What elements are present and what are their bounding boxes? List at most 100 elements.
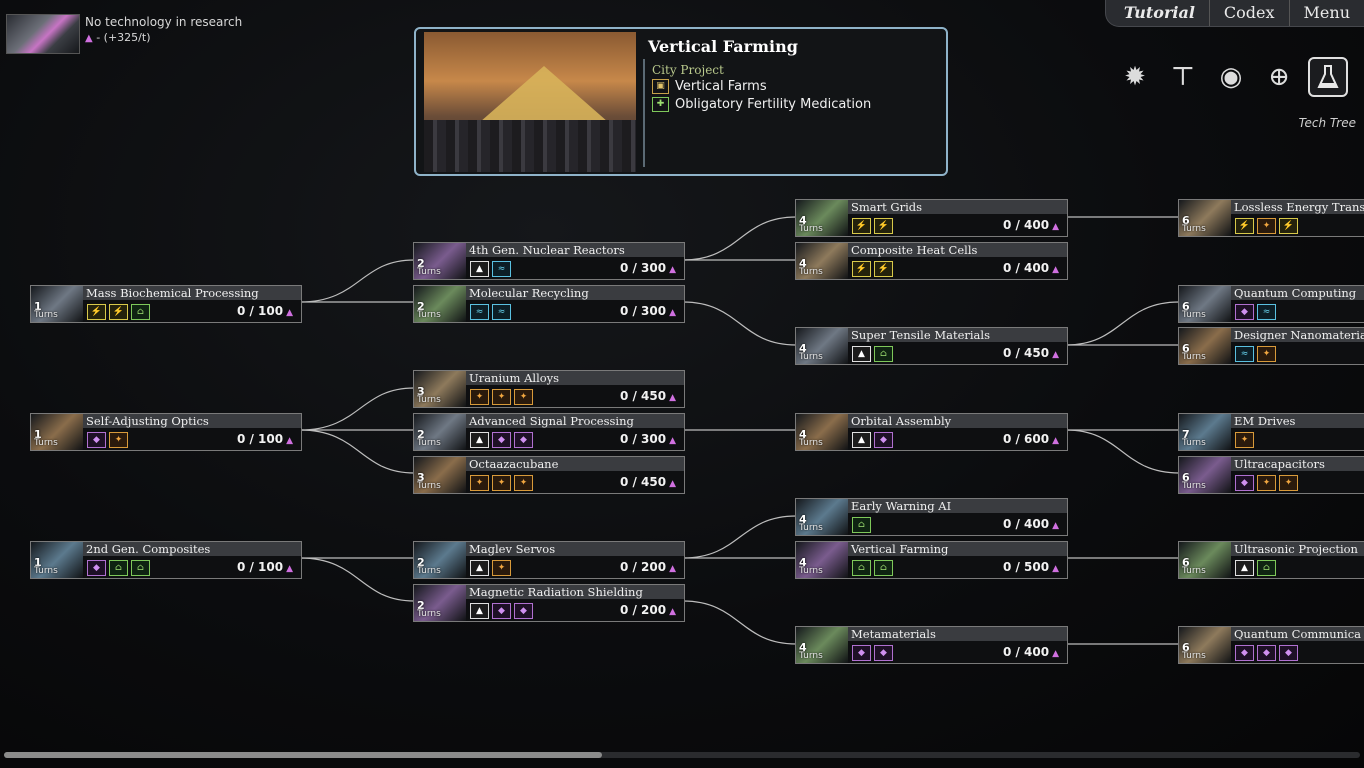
orange-unlock-icon[interactable]: ✦ — [492, 475, 511, 491]
unlock-item[interactable]: ✚ Obligatory Fertility Medication — [652, 97, 871, 112]
yellow-unlock-icon[interactable]: ⚡ — [1235, 218, 1254, 234]
white-unlock-icon[interactable]: ▲ — [852, 346, 871, 362]
yellow-unlock-icon[interactable]: ⚡ — [87, 304, 106, 320]
purple-unlock-icon[interactable]: ◆ — [87, 432, 106, 448]
menu-button[interactable]: Menu — [1288, 0, 1364, 26]
orange-unlock-icon[interactable]: ✦ — [470, 475, 489, 491]
tech-unlocks: ⚡✦⚡ — [1235, 218, 1298, 234]
purple-unlock-icon[interactable]: ◆ — [874, 645, 893, 661]
cyan-unlock-icon[interactable]: ≈ — [492, 304, 511, 320]
purple-unlock-icon[interactable]: ◆ — [1257, 645, 1276, 661]
horizontal-scrollbar[interactable] — [4, 752, 1360, 758]
tutorial-button[interactable]: Tutorial — [1123, 3, 1195, 22]
white-unlock-icon[interactable]: ▲ — [470, 432, 489, 448]
green-unlock-icon[interactable]: ⌂ — [852, 517, 871, 533]
orange-unlock-icon[interactable]: ✦ — [1257, 475, 1276, 491]
purple-unlock-icon[interactable]: ◆ — [492, 432, 511, 448]
orange-unlock-icon[interactable]: ✦ — [1235, 432, 1254, 448]
cyan-unlock-icon[interactable]: ≈ — [470, 304, 489, 320]
orange-unlock-icon[interactable]: ✦ — [470, 389, 489, 405]
tech-unlocks: ⌂⌂ — [852, 560, 893, 576]
white-unlock-icon[interactable]: ▲ — [470, 603, 489, 619]
turns-label: Turns — [1182, 224, 1206, 234]
cyan-unlock-icon[interactable]: ≈ — [492, 261, 511, 277]
orange-unlock-icon[interactable]: ✦ — [1257, 346, 1276, 362]
detail-divider — [643, 59, 645, 167]
white-unlock-icon[interactable]: ▲ — [852, 432, 871, 448]
turns-label: Turns — [799, 224, 823, 234]
cyan-unlock-icon[interactable]: ≈ — [1257, 304, 1276, 320]
hammer-icon[interactable]: ⊤ — [1170, 62, 1196, 92]
green-unlock-icon[interactable]: ⌂ — [874, 560, 893, 576]
white-unlock-icon[interactable]: ▲ — [470, 261, 489, 277]
purple-unlock-icon[interactable]: ◆ — [514, 432, 533, 448]
sun-icon[interactable]: ✹ — [1124, 62, 1146, 92]
yellow-unlock-icon[interactable]: ⚡ — [852, 218, 871, 234]
green-unlock-icon[interactable]: ⌂ — [852, 560, 871, 576]
purple-unlock-icon[interactable]: ◆ — [852, 645, 871, 661]
yellow-unlock-icon[interactable]: ⚡ — [874, 218, 893, 234]
green-unlock-icon[interactable]: ⌂ — [131, 560, 150, 576]
green-unlock-icon[interactable]: ⌂ — [874, 346, 893, 362]
purple-unlock-icon[interactable]: ◆ — [492, 603, 511, 619]
yellow-unlock-icon[interactable]: ⚡ — [1279, 218, 1298, 234]
orange-unlock-icon[interactable]: ✦ — [1257, 218, 1276, 234]
purple-unlock-icon[interactable]: ◆ — [87, 560, 106, 576]
white-unlock-icon[interactable]: ▲ — [1235, 560, 1254, 576]
orange-unlock-icon[interactable]: ✦ — [1279, 475, 1298, 491]
orange-unlock-icon[interactable]: ✦ — [492, 389, 511, 405]
codex-button[interactable]: Codex — [1208, 0, 1289, 26]
green-unlock-icon[interactable]: ⌂ — [1257, 560, 1276, 576]
crosshair-icon[interactable]: ⊕ — [1268, 62, 1290, 92]
yellow-unlock-icon[interactable]: ⚡ — [852, 261, 871, 277]
eye-icon[interactable]: ◉ — [1219, 62, 1243, 92]
tech-unlocks: ◆✦ — [87, 432, 128, 448]
white-unlock-icon[interactable]: ▲ — [470, 560, 489, 576]
orange-unlock-icon[interactable]: ✦ — [514, 389, 533, 405]
research-status[interactable]: No technology in research ▲ - (+325/t) — [6, 14, 242, 54]
cyan-unlock-icon[interactable]: ≈ — [1235, 346, 1254, 362]
tech-thumbnail — [414, 542, 466, 578]
purple-unlock-icon[interactable]: ◆ — [1279, 645, 1298, 661]
unlock-item[interactable]: ▣ Vertical Farms — [652, 79, 767, 94]
purple-unlock-icon[interactable]: ◆ — [1235, 475, 1254, 491]
purple-unlock-icon[interactable]: ◆ — [1235, 304, 1254, 320]
green-unlock-icon[interactable]: ⌂ — [131, 304, 150, 320]
orange-unlock-icon[interactable]: ✦ — [109, 432, 128, 448]
purple-unlock-icon[interactable]: ◆ — [874, 432, 893, 448]
purple-unlock-icon[interactable]: ◆ — [514, 603, 533, 619]
orange-unlock-icon[interactable]: ✦ — [514, 475, 533, 491]
flask-icon[interactable] — [1308, 57, 1348, 97]
tech-detail-image — [424, 32, 636, 172]
yellow-unlock-icon[interactable]: ⚡ — [874, 261, 893, 277]
green-unlock-icon[interactable]: ⌂ — [109, 560, 128, 576]
scrollbar-thumb[interactable] — [4, 752, 602, 758]
orange-unlock-icon[interactable]: ✦ — [492, 560, 511, 576]
yellow-unlock-icon[interactable]: ⚡ — [109, 304, 128, 320]
purple-unlock-icon[interactable]: ◆ — [1235, 645, 1254, 661]
